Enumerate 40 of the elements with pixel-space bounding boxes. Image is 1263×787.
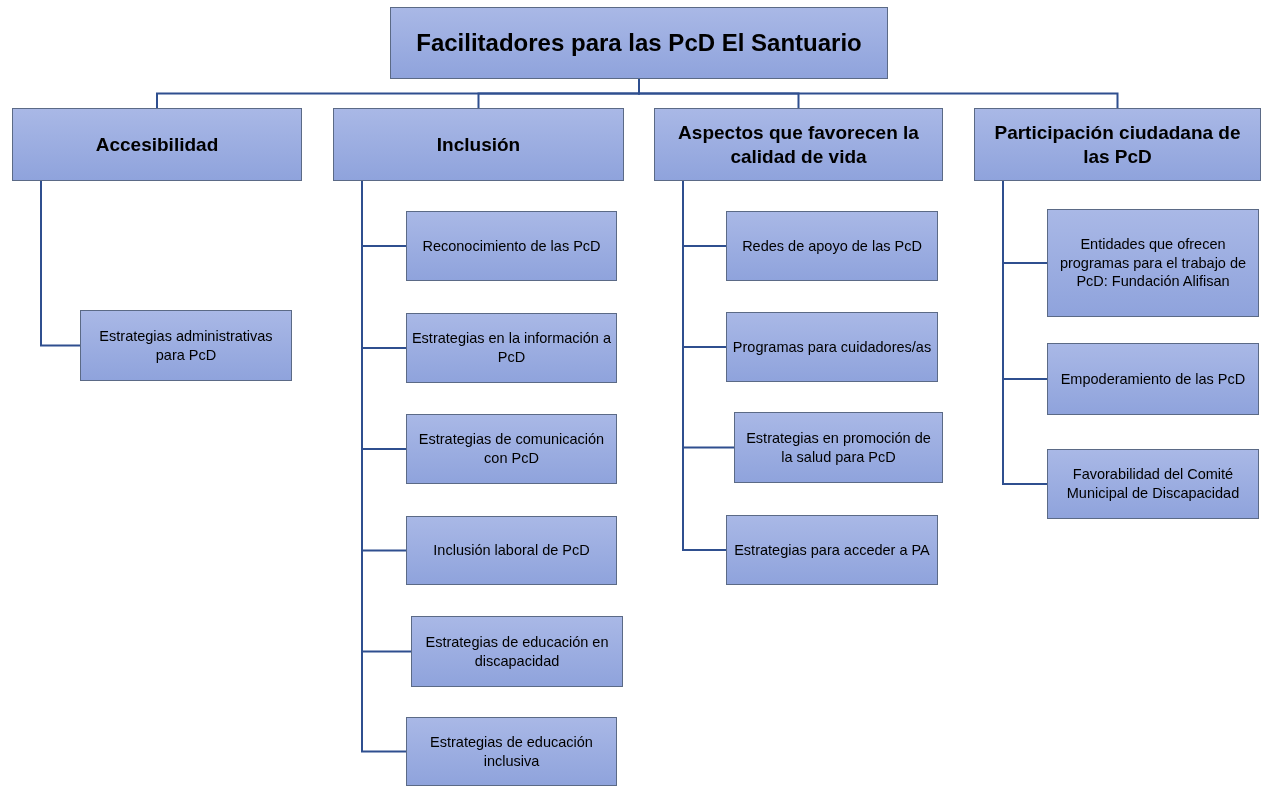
title-text: Facilitadores para las PcD El Santuario — [416, 28, 862, 59]
item-box — [406, 717, 617, 786]
item-box — [406, 313, 617, 383]
connector-line — [40, 180, 81, 347]
item-label: Programas para cuidadores/as — [732, 337, 932, 357]
item-label: Estrategias para acceder a PA — [734, 540, 930, 560]
item-box — [726, 211, 938, 281]
item-label: Estrategias en la información a PcD — [411, 329, 612, 367]
item-box — [726, 312, 938, 382]
connector-line — [1002, 180, 1048, 485]
item-box — [726, 515, 938, 585]
item-label: Inclusión laboral de PcD — [433, 541, 590, 560]
category-label: Accesibilidad — [95, 132, 219, 157]
item-label: Estrategias de educación en discapacidad — [424, 632, 610, 671]
item-label: Entidades que ofrecen programas para el trabajo de PcD: Fundación Alifisan — [1058, 234, 1248, 292]
item-box — [734, 412, 943, 483]
category-label: Participación ciudadana de las PcD — [993, 120, 1242, 169]
category-box — [12, 108, 302, 181]
item-label: Estrategias de comunicación con PcD — [417, 430, 606, 468]
item-label: Empoderamiento de las PcD — [1060, 369, 1246, 389]
item-label: Estrategias en promoción de la salud para PcD — [745, 428, 932, 467]
item-box — [411, 616, 623, 687]
item-box — [1047, 343, 1259, 415]
category-box — [654, 108, 943, 181]
item-box — [406, 211, 617, 281]
title-box — [390, 7, 888, 79]
category-label: Inclusión — [436, 132, 521, 157]
item-box — [406, 516, 617, 585]
item-label: Estrategias administrativas para PcD — [98, 326, 274, 365]
item-label: Favorabilidad del Comité Municipal de Discapacidad — [1065, 465, 1241, 503]
item-label: Redes de apoyo de las PcD — [742, 236, 922, 256]
item-box — [406, 414, 617, 484]
category-box — [974, 108, 1261, 181]
item-label: Estrategias de educación inclusiva — [429, 732, 594, 771]
item-box — [1047, 209, 1259, 317]
item-box — [80, 310, 292, 381]
item-label: Reconocimiento de las PcD — [422, 236, 601, 256]
category-label: Aspectos que favorecen la calidad de vida — [677, 120, 920, 169]
item-box — [1047, 449, 1259, 519]
category-box — [333, 108, 624, 181]
